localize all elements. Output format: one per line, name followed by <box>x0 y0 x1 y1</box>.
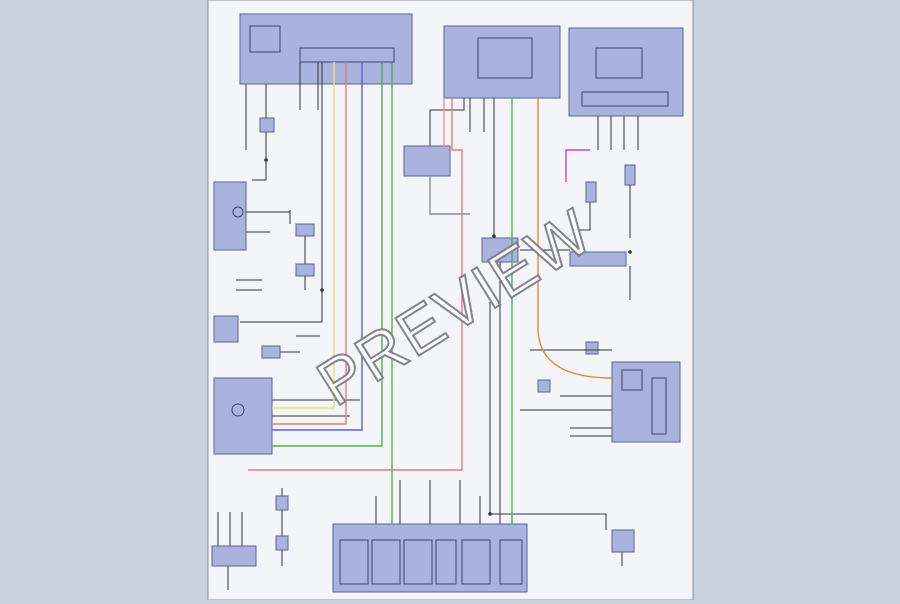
top-right-strip <box>581 91 669 107</box>
module-inner-strip <box>651 377 667 435</box>
top-middle-inner-box <box>477 37 533 79</box>
left-switch-small <box>213 315 239 343</box>
blue-wire <box>272 62 363 431</box>
top-right-inner-box <box>595 47 643 79</box>
red-wire-right <box>248 98 463 471</box>
yellow-wire <box>272 62 335 409</box>
splice-points <box>264 158 632 516</box>
top-left-fuse-box <box>299 47 395 63</box>
splice-block-right <box>569 251 627 267</box>
gray-wire <box>429 176 470 215</box>
motor-symbol-lower <box>231 403 245 417</box>
left-connector-a <box>259 117 275 133</box>
top-left-relay-block <box>239 13 413 85</box>
right-connector-h <box>537 379 551 393</box>
bottom-right-connector <box>611 529 635 553</box>
left-connector-d <box>261 345 281 359</box>
module-inner-box <box>621 369 643 391</box>
assembly-switch-3 <box>403 539 433 585</box>
assembly-switch-1 <box>339 539 369 585</box>
assembly-switch-5 <box>461 539 491 585</box>
bottom-main-assembly <box>332 523 528 593</box>
red-wire-left <box>272 62 347 425</box>
right-control-module <box>611 361 681 443</box>
left-connector-c <box>295 263 315 277</box>
splice-dot <box>264 158 268 162</box>
component-blocks <box>211 13 684 593</box>
left-motor-block-lower <box>213 377 273 455</box>
right-sensor-top <box>624 164 636 186</box>
left-connector-e <box>275 495 289 511</box>
top-middle-relay-block <box>443 25 561 99</box>
splice-dot <box>628 250 632 254</box>
small-sensor-block <box>403 145 451 177</box>
assembly-switch-6 <box>499 539 523 585</box>
component-internals <box>231 25 669 585</box>
assembly-switch-2 <box>371 539 401 585</box>
magenta-wire <box>565 149 590 182</box>
bottom-left-connector <box>211 545 257 567</box>
left-connector-b <box>295 223 315 237</box>
orange-wire <box>537 98 613 379</box>
colored-wires <box>248 62 613 524</box>
green-wire-left <box>272 62 383 447</box>
top-right-relay-block <box>568 27 684 117</box>
motor-symbol-upper <box>232 206 244 218</box>
right-sensor-mid <box>585 181 597 203</box>
splice-dot <box>488 512 492 516</box>
splice-dot <box>320 288 324 292</box>
assembly-switch-4 <box>435 539 457 585</box>
top-left-inner-box <box>249 25 281 53</box>
splice-dot <box>492 234 496 238</box>
right-connector-g <box>585 341 599 355</box>
left-connector-f <box>275 535 289 551</box>
